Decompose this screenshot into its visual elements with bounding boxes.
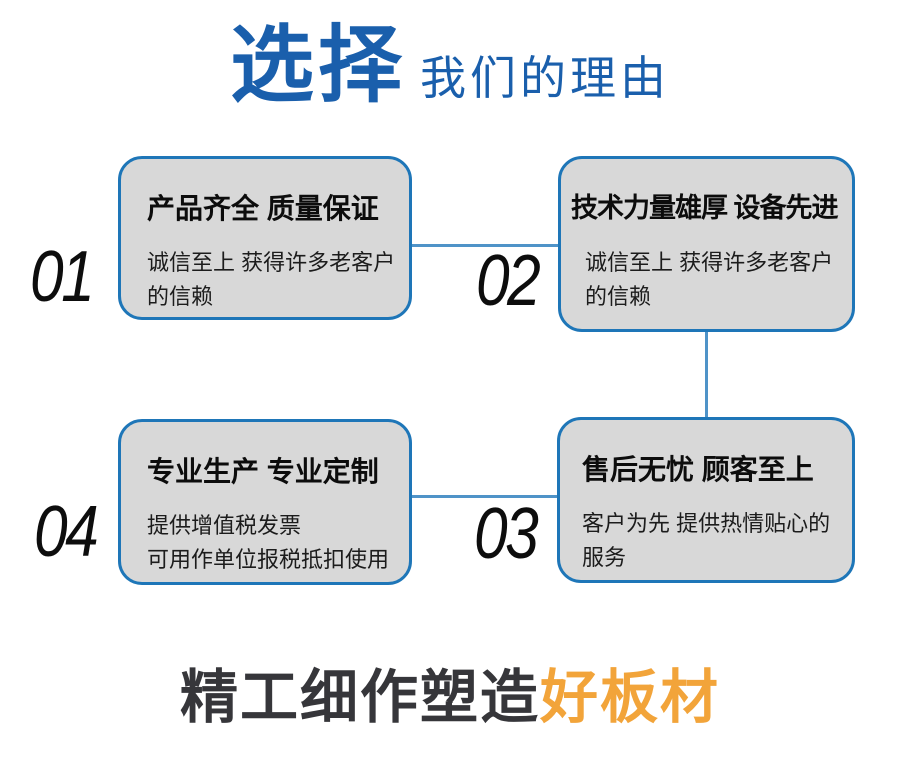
feature-card-desc: 诚信至上 获得许多老客户 的信赖 [571,246,844,314]
feature-card-products: 产品齐全 质量保证 诚信至上 获得许多老客户 的信赖 [118,156,412,320]
connector-line-vertical [705,331,708,420]
feature-desc-line: 的信赖 [147,284,214,309]
feature-card-custom: 专业生产 专业定制 提供增值税发票 可用作单位报税抵扣使用 [118,419,412,585]
features-diagram: 01 02 03 04 产品齐全 质量保证 诚信至上 获得许多老客户 的信赖 技… [30,156,855,585]
feature-card-title: 专业生产 专业定制 [147,456,379,487]
feature-desc-line: 客户为先 提供热情贴心的 [582,511,831,536]
feature-card-desc: 客户为先 提供热情贴心的 服务 [582,507,844,575]
feature-card-technology: 技术力量雄厚 设备先进 诚信至上 获得许多老客户 的信赖 [558,156,855,332]
feature-number-03: 03 [474,494,539,574]
feature-number-02: 02 [476,241,541,321]
slogan-text: 精工细作塑造 [179,665,540,730]
connector-line-bottom [410,495,560,498]
title-rest: 我们的理由 [420,52,670,104]
feature-desc-line: 的信赖 [585,284,652,309]
feature-desc-line: 提供增值税发票 [147,513,302,538]
feature-card-title: 技术力量雄厚 设备先进 [571,193,839,223]
slogan-highlight: 好板材 [540,665,721,730]
connector-line-top [410,244,561,247]
feature-number-01: 01 [30,237,95,317]
feature-number-04: 04 [34,492,99,572]
title-keyword: 选择 [229,18,406,112]
feature-card-desc: 提供增值税发票 可用作单位报税抵扣使用 [147,509,401,577]
feature-desc-line: 诚信至上 获得许多老客户 [147,250,396,275]
feature-card-desc: 诚信至上 获得许多老客户 的信赖 [147,246,401,314]
feature-desc-line: 诚信至上 获得许多老客户 [585,250,834,275]
feature-desc-line: 服务 [582,545,627,570]
feature-desc-line: 可用作单位报税抵扣使用 [147,547,390,572]
feature-card-title: 产品齐全 质量保证 [147,193,379,224]
feature-card-title: 售后无忧 顾客至上 [582,454,814,485]
section-title: 选择我们的理由 [0,16,900,115]
feature-card-aftersales: 售后无忧 顾客至上 客户为先 提供热情贴心的 服务 [557,417,855,583]
bottom-slogan: 精工细作塑造好板材 [0,662,900,735]
